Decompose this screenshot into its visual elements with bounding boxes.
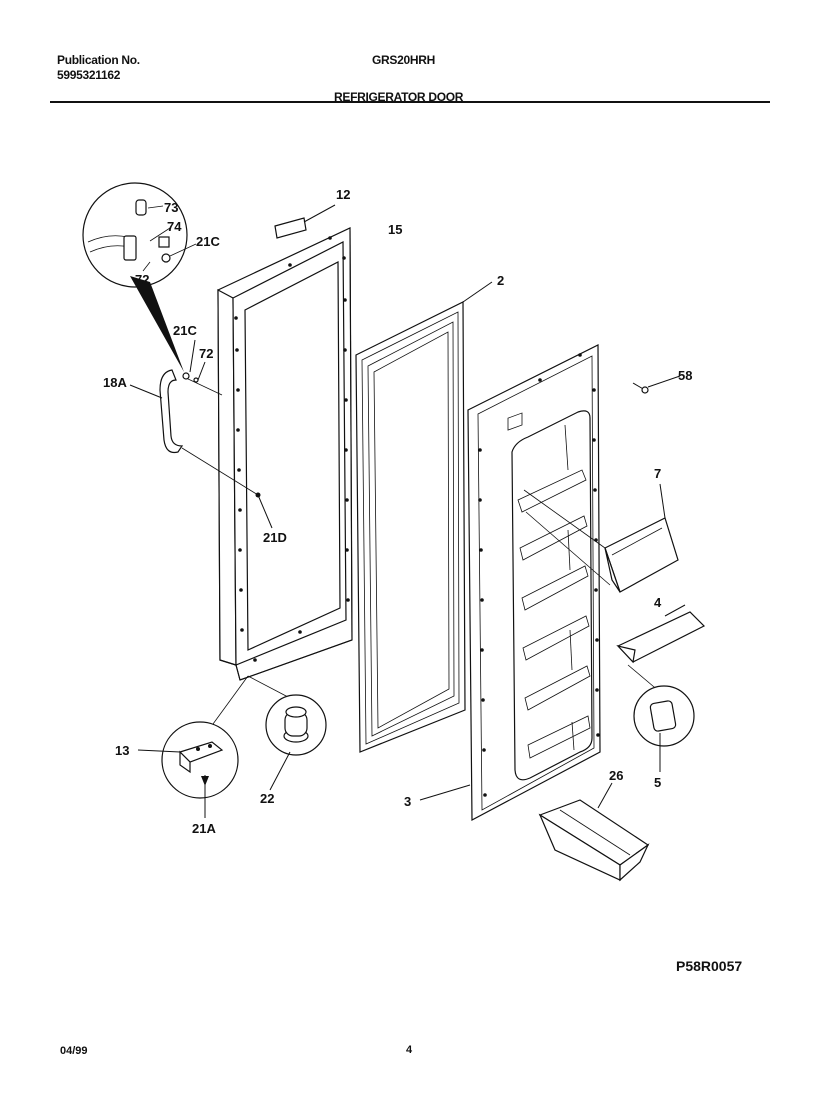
footer-date: 04/99: [60, 1045, 88, 1057]
publication-label: Publication No.: [57, 53, 140, 67]
callout-26: 26: [609, 768, 623, 783]
part-26-storage-bin: [538, 782, 650, 882]
callout-21a: 21A: [192, 821, 216, 836]
callout-58: 58: [678, 368, 692, 383]
callout-15: 15: [388, 222, 402, 237]
model-number: GRS20HRH: [372, 53, 435, 67]
callout-5: 5: [654, 775, 661, 790]
part-2-door-gasket: [355, 281, 493, 753]
callout-74: 74: [167, 219, 182, 234]
part-4-shelf-bar: [616, 604, 706, 693]
part-12-label-plate: [274, 204, 336, 239]
part-13-bracket-detail: [137, 675, 289, 818]
callout-18a: 18A: [103, 375, 127, 390]
callout-72: 72: [199, 346, 213, 361]
part-58-screw: [632, 375, 681, 394]
callout-21d: 21D: [263, 530, 287, 545]
callout-12: 12: [336, 187, 350, 202]
callout-72-detail: 72: [135, 272, 149, 287]
part-7-dairy-door: [523, 483, 679, 593]
callout-21c-detail: 21C: [196, 234, 220, 249]
section-title: REFRIGERATOR DOOR: [334, 90, 464, 104]
callout-21c: 21C: [173, 323, 197, 338]
part-22-spacer-detail: [265, 694, 327, 791]
callout-22: 22: [260, 791, 274, 806]
part-15-door-frame: [217, 227, 353, 681]
part-5-detail: [633, 685, 695, 772]
part-3-inner-door-liner: [419, 344, 601, 821]
handle-detail-magnifier: [82, 182, 197, 372]
callout-13: 13: [115, 743, 129, 758]
part-18a-handle: [129, 339, 273, 529]
callout-7: 7: [654, 466, 661, 481]
callout-73: 73: [164, 200, 178, 215]
callout-2: 2: [497, 273, 504, 288]
callout-4: 4: [654, 595, 662, 610]
publication-number: 5995321162: [57, 68, 121, 82]
figure-code: P58R0057: [676, 958, 743, 974]
page-number: 4: [406, 1044, 413, 1056]
callout-3: 3: [404, 794, 411, 809]
callout-labels: 12 15 2 73 74 21C 72 21C 72 18A 21D 58 7…: [103, 187, 692, 836]
header-rule: [50, 101, 770, 103]
